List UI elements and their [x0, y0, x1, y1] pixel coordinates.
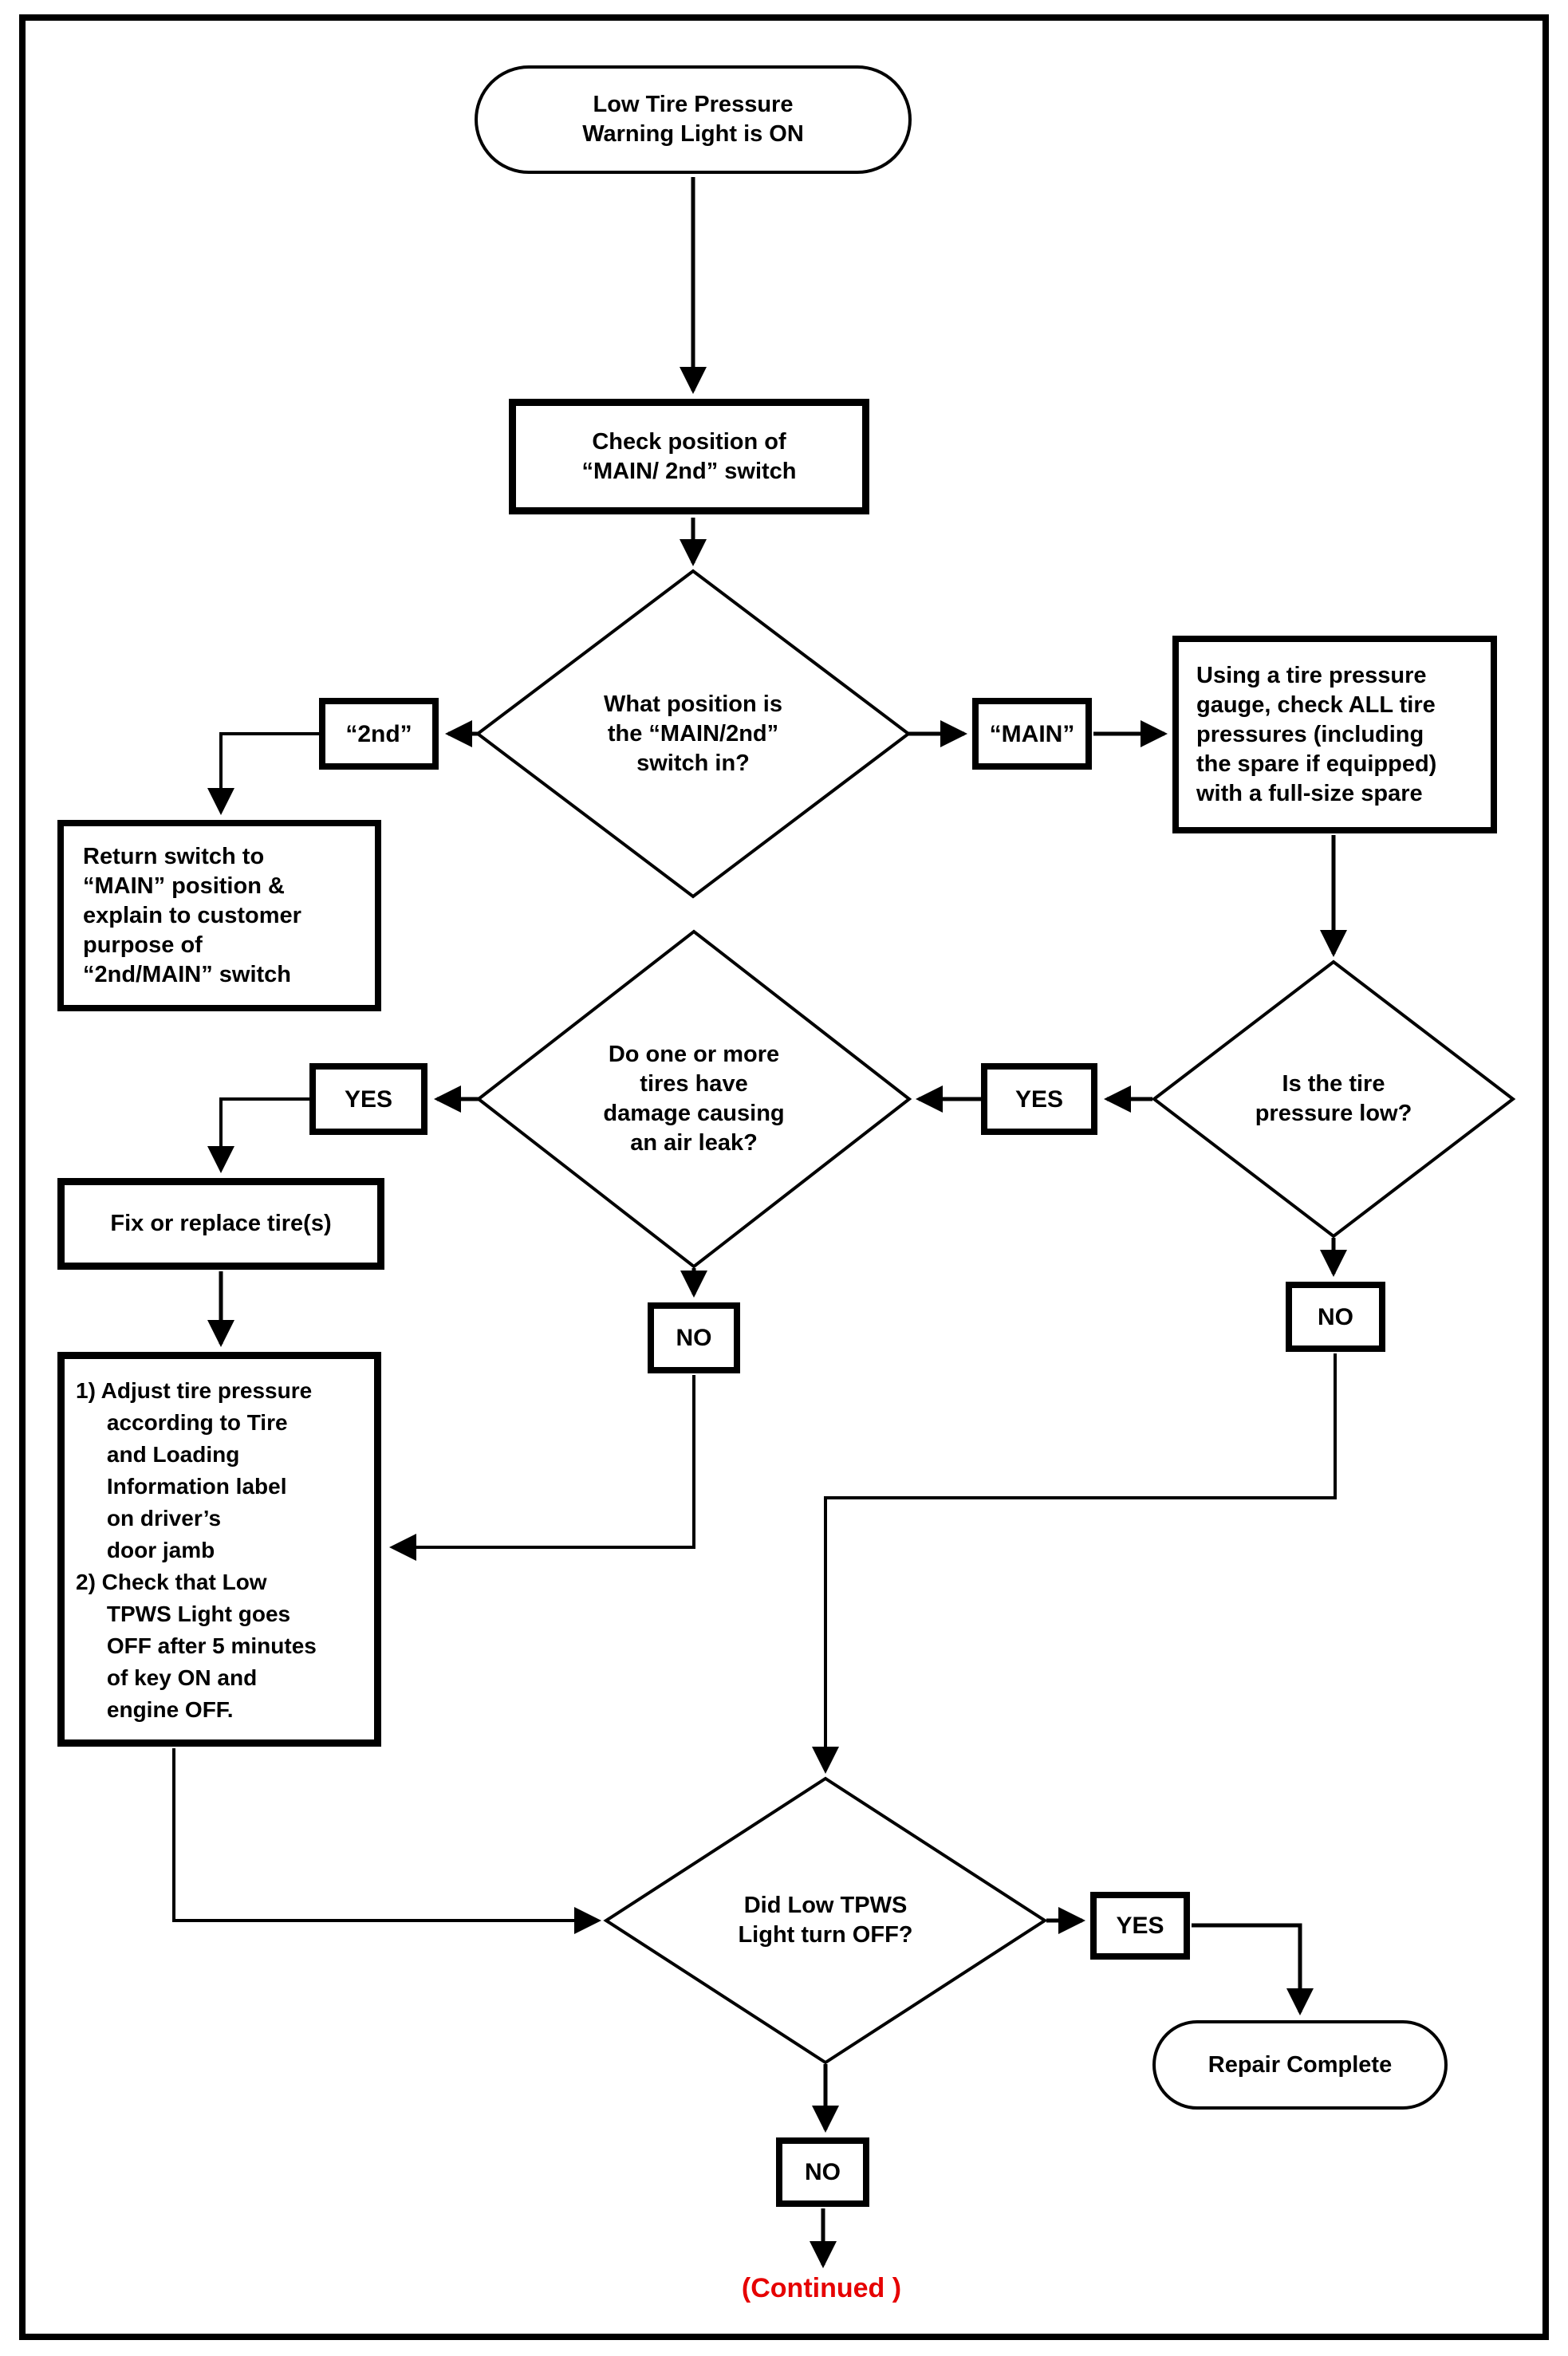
page-border — [19, 14, 1549, 2340]
check-tire-pressures-box: Using a tire pressure gauge, check ALL t… — [1172, 636, 1497, 833]
switch-position-question: What position is the “MAIN/2nd” switch i… — [604, 691, 782, 776]
return-switch-box: Return switch to “MAIN” position & expla… — [57, 820, 381, 1011]
check-switch-position-box: Check position of “MAIN/ 2nd” switch — [509, 399, 869, 514]
yes-pressure-box: YES — [981, 1063, 1097, 1135]
adjust-pressure-steps-box: 1) Adjust tire pressure according to Tir… — [57, 1352, 381, 1747]
arrow-no-to-adjust — [389, 1375, 695, 1561]
arrow-no-to-light-diamond — [812, 1353, 1337, 1774]
pressure-low-question: Is the tire pressure low? — [1255, 1071, 1412, 1126]
start-terminator: Low Tire Pressure Warning Light is ON — [475, 65, 912, 174]
switch-main-label-box: “MAIN” — [972, 698, 1092, 770]
yes-light-off-box: YES — [1090, 1892, 1190, 1960]
no-light-off-box: NO — [776, 2137, 869, 2207]
switch-position-diamond — [475, 569, 912, 899]
fix-replace-tires-box: Fix or replace tire(s) — [57, 1178, 384, 1270]
pressure-low-diamond — [1151, 959, 1516, 1239]
switch-2nd-label-box: “2nd” — [319, 698, 439, 770]
arrow-yes-to-fix — [207, 1097, 309, 1173]
light-off-question: Did Low TPWS Light turn OFF? — [738, 1893, 913, 1948]
no-pressure-box: NO — [1286, 1282, 1385, 1352]
tire-damage-diamond — [475, 929, 912, 1269]
arrow-2nd-to-return — [207, 732, 319, 815]
tire-damage-question: Do one or more tires have damage causing… — [603, 1042, 785, 1156]
light-off-diamond — [603, 1776, 1048, 2065]
yes-damage-box: YES — [309, 1063, 427, 1135]
repair-complete-terminator: Repair Complete — [1152, 2020, 1448, 2110]
arrow-yes-to-repair — [1192, 1923, 1314, 2015]
continued-label: (Continued ) — [741, 2273, 902, 2303]
arrow-adjust-to-light-diamond — [172, 1748, 601, 1934]
no-damage-box: NO — [648, 1302, 740, 1373]
